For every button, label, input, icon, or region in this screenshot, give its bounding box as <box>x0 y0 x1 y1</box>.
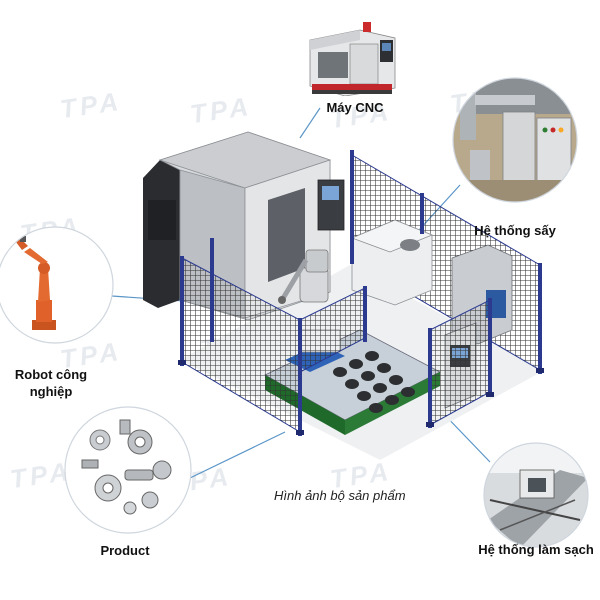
dryer-system-image <box>453 78 577 202</box>
connector-product <box>189 431 286 479</box>
label-cnc: Máy CNC <box>326 100 384 115</box>
label-cleaning: Hệ thống làm sạch <box>478 542 594 557</box>
label-product: Product <box>100 543 150 558</box>
dryer-unit <box>350 219 434 306</box>
robot-arm <box>278 249 329 304</box>
caption: Hình ảnh bộ sản phẩm <box>274 488 406 503</box>
cnc-machine-image <box>305 18 397 96</box>
product-parts-image <box>65 407 191 533</box>
fence-posts <box>180 150 542 436</box>
industrial-robot-image <box>0 227 113 343</box>
label-dryer: Hệ thống sấy <box>474 223 556 238</box>
label-robot: Robot công nghiệp <box>14 367 88 399</box>
connector-cnc <box>299 107 321 139</box>
production-cell <box>143 131 545 460</box>
